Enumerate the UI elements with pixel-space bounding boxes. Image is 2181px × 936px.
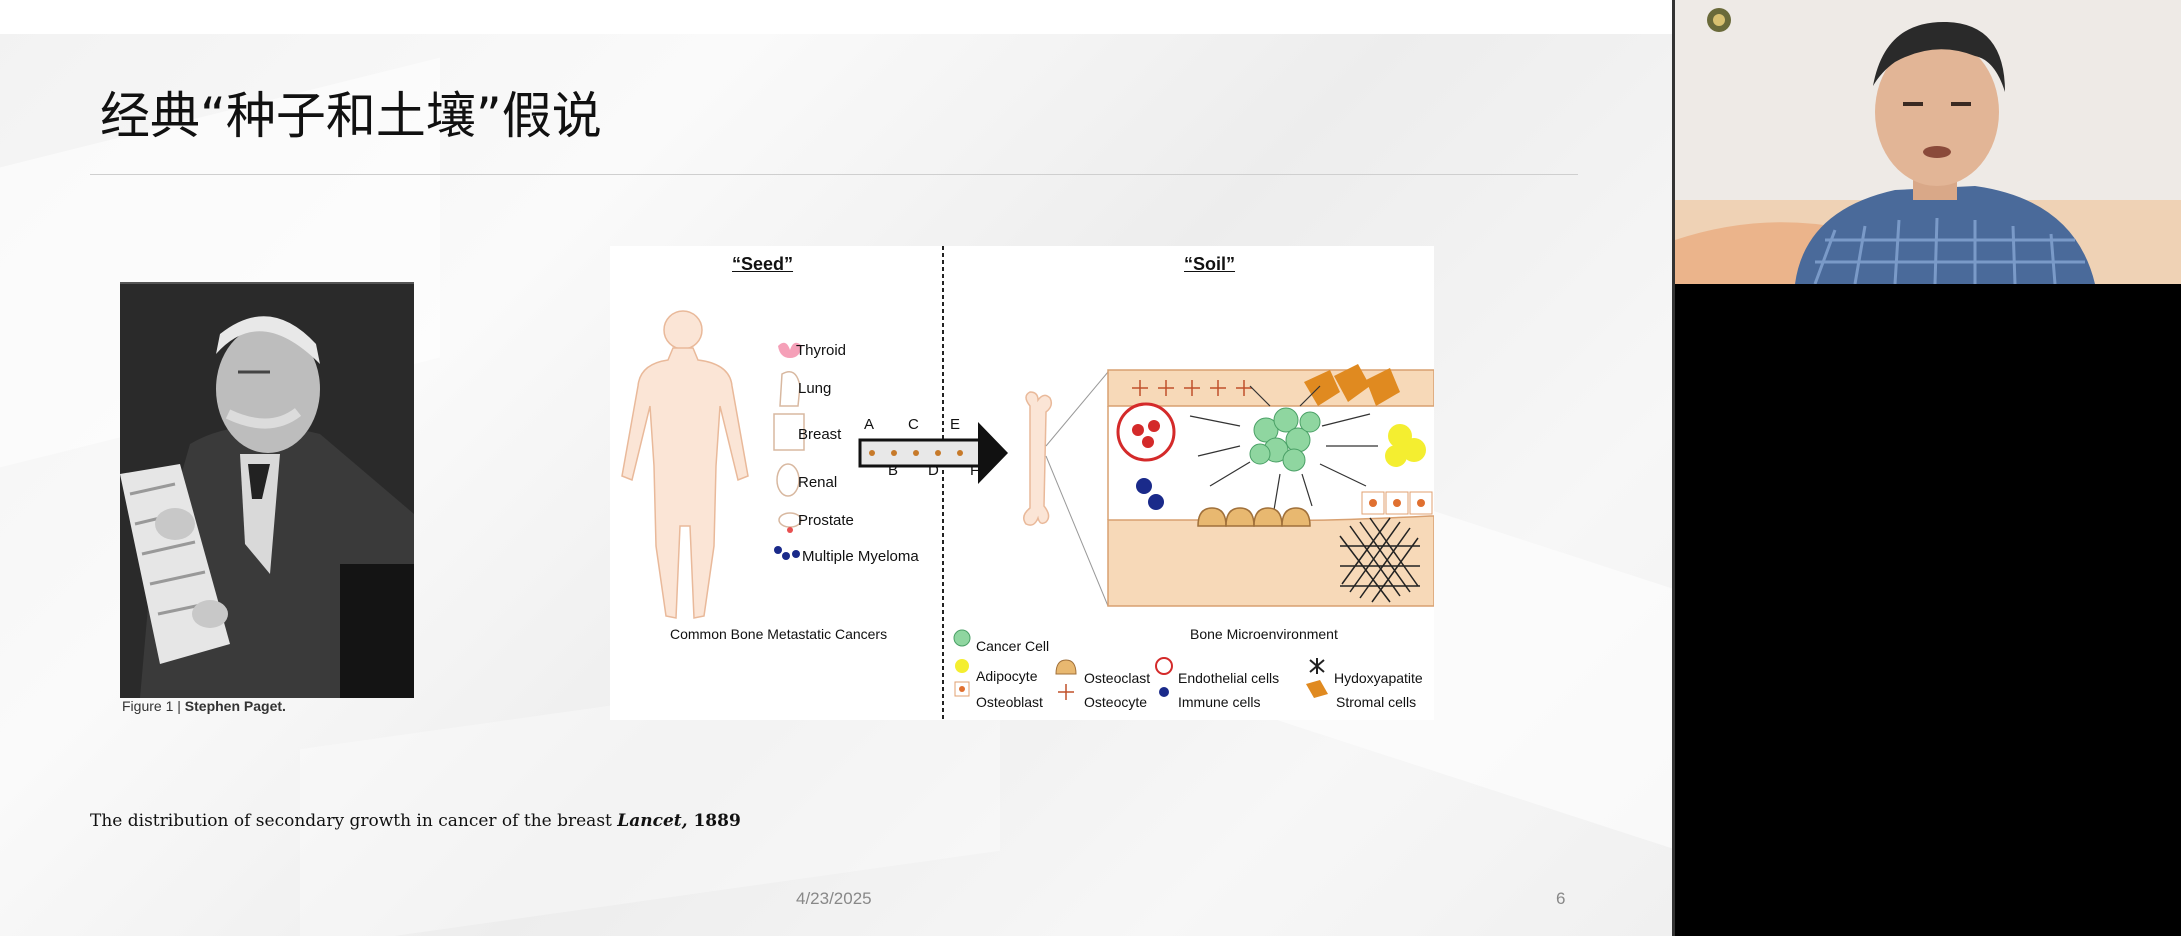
arrow-label-e: E (950, 416, 961, 433)
legend-osteoblast: Osteoblast (976, 694, 1043, 710)
soil-heading: “Soil” (1184, 254, 1236, 274)
seed-and-soil-diagram: “Seed” “Soil” Thyroid Lung Breast Renal … (610, 246, 1434, 720)
panel-divider (1672, 0, 1675, 936)
slide-page-number: 6 (1556, 889, 1566, 908)
slide-top-band (0, 0, 1672, 34)
figure-caption: Figure 1 | Stephen Paget. (122, 698, 286, 714)
slide-date: 4/23/2025 (796, 889, 872, 908)
webcam-empty-area (1675, 284, 2181, 936)
arrow-label-c: C (908, 416, 919, 433)
stephen-paget-photo (120, 282, 414, 698)
legend-immune-cells: Immune cells (1178, 694, 1261, 710)
legend-osteoclast: Osteoclast (1084, 670, 1151, 686)
slide-title: 经典“种子和土壤”假说 (100, 87, 602, 145)
organ-label-lung: Lung (798, 380, 832, 397)
legend-hydroxyapatite: Hydoxyapatite (1334, 670, 1423, 686)
seed-heading: “Seed” (732, 254, 794, 274)
legend-adipocyte: Adipocyte (976, 668, 1038, 684)
organ-label-renal: Renal (798, 474, 838, 491)
arrow-label-b: B (888, 462, 899, 479)
left-panel-caption: Common Bone Metastatic Cancers (670, 626, 888, 642)
organ-label-multiple-myeloma: Multiple Myeloma (802, 548, 919, 565)
arrow-label-f: F (970, 462, 980, 479)
arrow-label-d: D (928, 462, 939, 479)
presentation-slide: 经典“种子和土壤”假说 Figure 1 | Stephen Paget. (0, 0, 1672, 936)
organ-label-thyroid: Thyroid (796, 342, 847, 359)
arrow-label-a: A (864, 416, 875, 433)
reference-citation: The distribution of secondary growth in … (90, 811, 741, 831)
organ-label-breast: Breast (798, 426, 842, 443)
legend-osteocyte: Osteocyte (1084, 694, 1148, 710)
title-divider (90, 174, 1578, 175)
webcam-video-tile[interactable] (1675, 0, 2181, 284)
legend-stromal-cells: Stromal cells (1336, 694, 1417, 710)
right-panel-caption: Bone Microenvironment (1190, 626, 1338, 642)
legend-cancer-cell: Cancer Cell (976, 638, 1050, 654)
legend-endothelial-cells: Endothelial cells (1178, 670, 1280, 686)
organ-label-prostate: Prostate (798, 512, 854, 529)
